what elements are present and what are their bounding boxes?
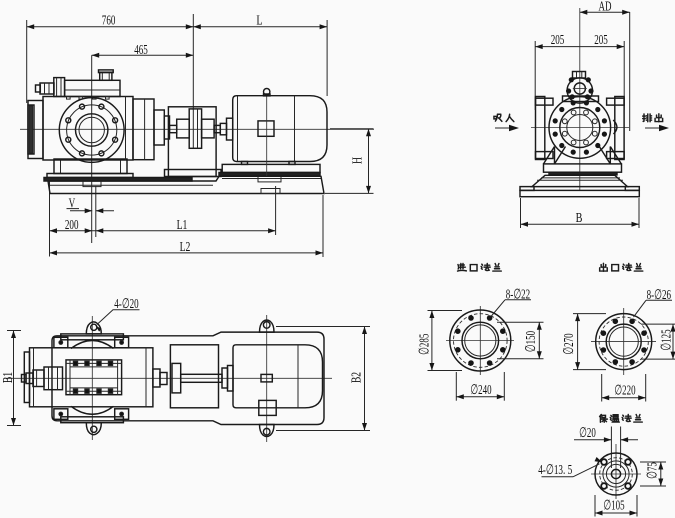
svg-text:4-∅13. 5: 4-∅13. 5 [538, 463, 572, 478]
svg-text:205: 205 [594, 33, 608, 48]
svg-text:465: 465 [134, 43, 148, 58]
svg-text:∅240: ∅240 [470, 383, 491, 398]
svg-text:V: V [69, 196, 76, 211]
svg-text:4-∅20: 4-∅20 [114, 297, 138, 312]
svg-text:∅20: ∅20 [579, 426, 596, 441]
svg-text:∅285: ∅285 [418, 334, 433, 355]
svg-text:∅125: ∅125 [659, 329, 674, 350]
svg-text:760: 760 [102, 13, 116, 28]
svg-text:AD: AD [599, 0, 612, 15]
svg-text:8-∅22: 8-∅22 [506, 287, 530, 302]
svg-text:∅220: ∅220 [614, 384, 635, 399]
svg-text:B2: B2 [350, 372, 365, 383]
svg-text:L: L [256, 13, 262, 28]
svg-text:∅105: ∅105 [603, 498, 624, 513]
svg-text:∅150: ∅150 [524, 331, 539, 352]
svg-text:8-∅26: 8-∅26 [647, 288, 671, 303]
svg-text:H: H [351, 157, 366, 164]
svg-text:L1: L1 [177, 218, 188, 233]
svg-text:B1: B1 [1, 372, 16, 383]
svg-text:∅75: ∅75 [645, 462, 660, 479]
svg-text:200: 200 [65, 218, 79, 233]
svg-text:205: 205 [551, 33, 565, 48]
svg-text:∅270: ∅270 [562, 333, 577, 354]
svg-text:B: B [576, 211, 583, 226]
svg-text:L2: L2 [180, 240, 191, 255]
